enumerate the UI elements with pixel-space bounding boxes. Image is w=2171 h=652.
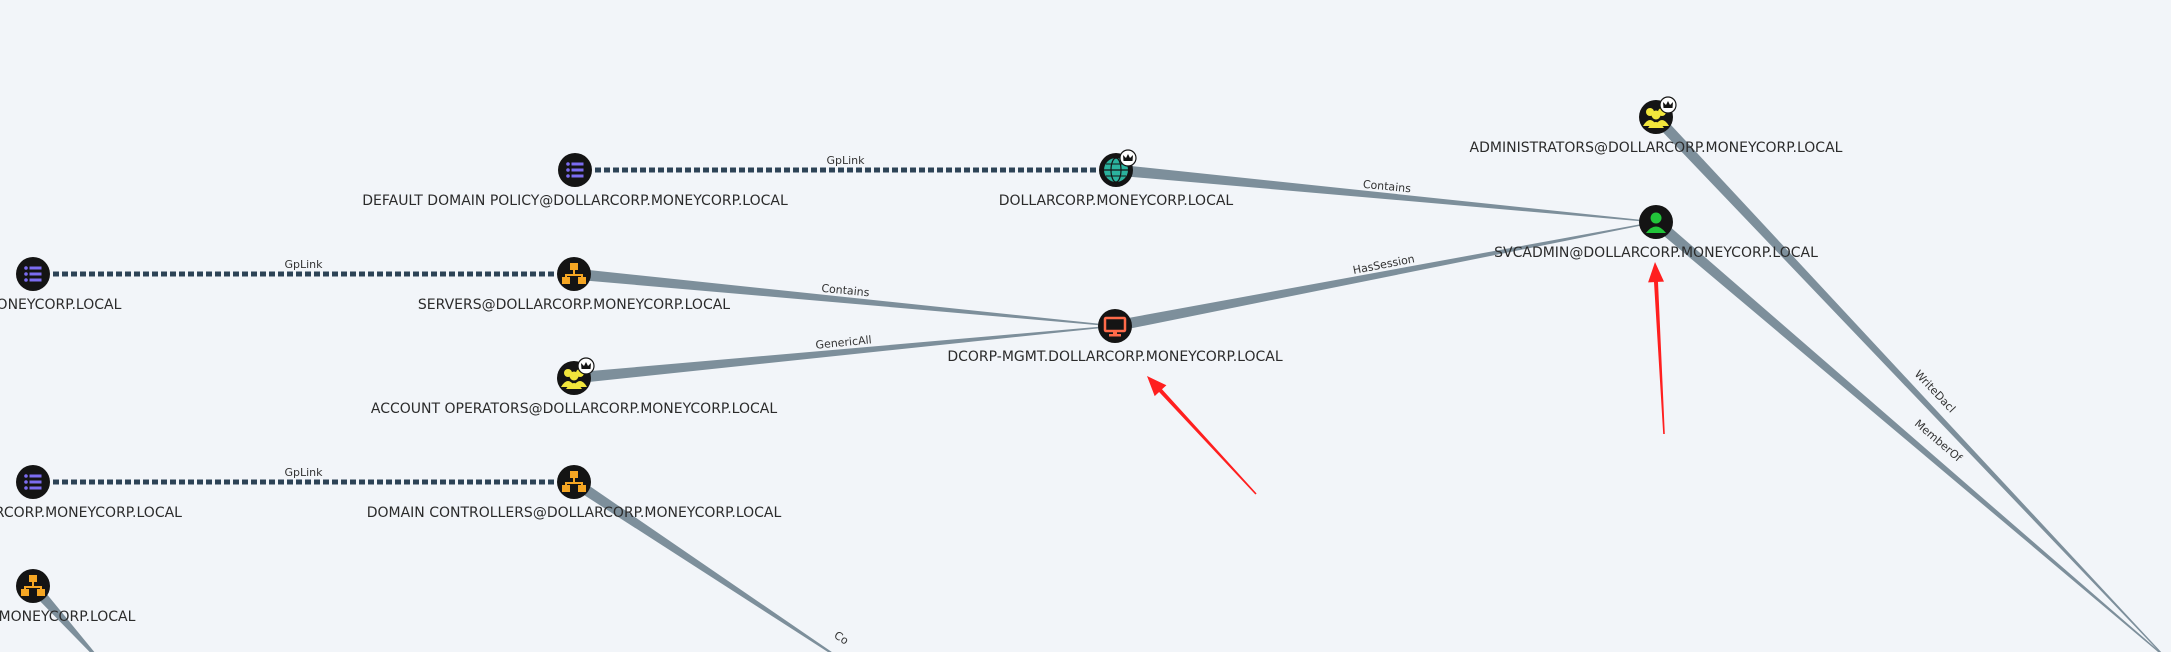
node-label: LARCORP.MONEYCORP.LOCAL [0, 609, 136, 625]
node-dcorpmgmt[interactable]: DCORP-MGMT.DOLLARCORP.MONEYCORP.LOCAL [947, 309, 1283, 365]
users-icon [1643, 108, 1669, 128]
node-label: DEFAULT DOMAIN POLICY@DOLLARCORP.MONEYCO… [362, 193, 788, 209]
node-domain[interactable]: DOLLARCORP.MONEYCORP.LOCAL [999, 149, 1234, 209]
node-svcadmin[interactable]: SVCADMIN@DOLLARCORP.MONEYCORP.LOCAL [1494, 205, 1818, 261]
list-icon [24, 474, 42, 490]
node-label: SERVERS@DOLLARCORP.MONEYCORP.LOCAL [418, 297, 730, 313]
node-label: ARCORP.MONEYCORP.LOCAL [0, 297, 122, 313]
edge-co-9[interactable] [571, 477, 860, 652]
node-label: DCORP-MGMT.DOLLARCORP.MONEYCORP.LOCAL [947, 349, 1283, 365]
node-servers[interactable]: SERVERS@DOLLARCORP.MONEYCORP.LOCAL [418, 257, 730, 313]
node-label: DOMAIN CONTROLLERS@DOLLARCORP.MONEYCORP.… [367, 505, 782, 521]
users-icon [561, 369, 587, 389]
list-icon [566, 162, 584, 178]
edge-genericall-4[interactable] [573, 325, 1116, 384]
org-tree-icon [21, 575, 45, 596]
node-gpo1[interactable]: DEFAULT DOMAIN POLICY@DOLLARCORP.MONEYCO… [362, 153, 788, 209]
edge-contains-1[interactable] [1115, 164, 1657, 223]
user-icon [1646, 212, 1666, 233]
node-label: DOLLARCORP.MONEYCORP.LOCAL [999, 193, 1234, 209]
edge-label-gplink: GpLink [284, 466, 323, 479]
org-tree-icon [562, 263, 586, 284]
node-dcs[interactable]: DOMAIN CONTROLLERS@DOLLARCORP.MONEYCORP.… [367, 465, 782, 521]
edge-memberof-8[interactable] [1652, 217, 2165, 652]
node-gpo3[interactable]: POLICY@DOLLARCORP.MONEYCORP.LOCAL [0, 465, 182, 521]
edge-hassession-5[interactable] [1114, 221, 1657, 332]
node-label: SVCADMIN@DOLLARCORP.MONEYCORP.LOCAL [1494, 245, 1818, 261]
edge-writedacl-7[interactable] [1652, 113, 2165, 652]
edge-link-10[interactable] [28, 582, 111, 652]
edges-layer [28, 113, 2165, 652]
edge-label-contains: Contains [1362, 178, 1411, 196]
node-admins[interactable]: ADMINISTRATORS@DOLLARCORP.MONEYCORP.LOCA… [1470, 96, 1843, 156]
edge-label-gplink: GpLink [826, 154, 865, 167]
red-arrow-dcorp-mgmt [1147, 376, 1257, 495]
node-label: ADMINISTRATORS@DOLLARCORP.MONEYCORP.LOCA… [1470, 140, 1843, 156]
edge-labels-layer: GpLinkContainsGpLinkContainsGenericAllHa… [284, 154, 1965, 648]
edge-label-genericall: GenericAll [815, 333, 872, 351]
node-label: ACCOUNT OPERATORS@DOLLARCORP.MONEYCORP.L… [371, 401, 777, 417]
node-circle[interactable] [1098, 309, 1132, 343]
crown-badge-icon [577, 357, 595, 375]
edge-contains-3[interactable] [573, 268, 1116, 327]
node-label: POLICY@DOLLARCORP.MONEYCORP.LOCAL [0, 505, 182, 521]
node-accops[interactable]: ACCOUNT OPERATORS@DOLLARCORP.MONEYCORP.L… [371, 357, 777, 417]
red-arrow-svcadmin [1648, 262, 1665, 434]
monitor-icon [1103, 316, 1127, 337]
crown-badge-icon [1659, 96, 1677, 114]
edge-label-gplink: GpLink [284, 258, 323, 271]
list-icon [24, 266, 42, 282]
node-ou4[interactable]: LARCORP.MONEYCORP.LOCAL [0, 569, 136, 625]
edge-label-contains: Contains [821, 282, 870, 300]
crown-badge-icon [1119, 149, 1137, 167]
node-gpo2[interactable]: ARCORP.MONEYCORP.LOCAL [0, 257, 122, 313]
annotation-arrows [1147, 262, 1665, 495]
org-tree-icon [562, 471, 586, 492]
nodes-layer: DEFAULT DOMAIN POLICY@DOLLARCORP.MONEYCO… [0, 96, 1843, 625]
